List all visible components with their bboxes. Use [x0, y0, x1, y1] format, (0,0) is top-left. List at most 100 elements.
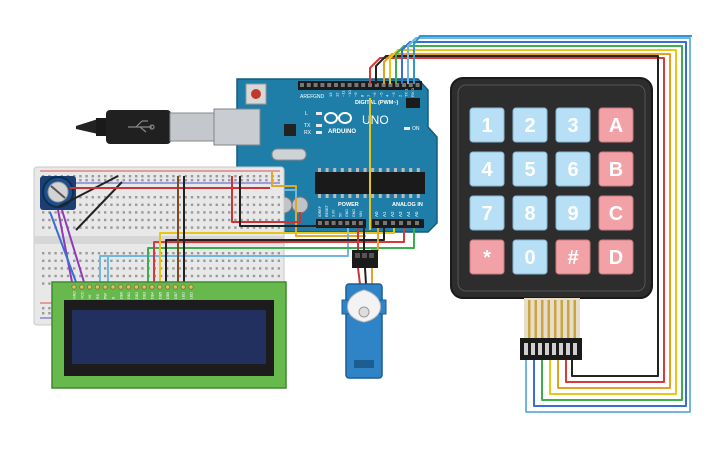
key-8[interactable]: 8	[512, 195, 548, 231]
digital-pin-label: ~9	[353, 92, 358, 97]
usb-chip	[284, 124, 296, 136]
key-4[interactable]: 4	[469, 151, 505, 187]
analog-header	[372, 219, 424, 228]
key-D[interactable]: D	[598, 239, 634, 275]
key-label: 4	[481, 159, 493, 181]
key-label: A	[609, 115, 623, 137]
aref-label: AREF	[300, 94, 313, 100]
on-led-label: ON	[412, 126, 420, 132]
digital-pin-label: 8	[360, 94, 365, 97]
digital-pin-label: 4	[385, 94, 390, 97]
key-3[interactable]: 3	[555, 107, 591, 143]
analog-pin-label: A4	[406, 211, 411, 217]
potentiometer	[40, 176, 76, 210]
keypad-wire-8	[413, 35, 692, 84]
digital-pin-label: ~11	[341, 90, 346, 97]
usb-symbol-icon	[128, 120, 155, 133]
lcd-pin-label: DB7	[174, 292, 178, 299]
key-label: 9	[567, 203, 578, 225]
lcd-pin-label: RW	[104, 292, 108, 299]
wire-ground-diagonal	[75, 181, 123, 231]
arduino-logo-icon	[324, 112, 352, 124]
wire-red-5v	[231, 176, 301, 223]
usb-cable-end	[76, 119, 98, 134]
key-label: *	[483, 247, 491, 269]
wire-purple-1	[57, 209, 73, 283]
digital-pin-label: 13	[328, 92, 333, 97]
servo-motor	[341, 250, 387, 379]
lcd-pin-label: RS	[96, 293, 100, 299]
key-7[interactable]: 7	[469, 195, 505, 231]
lcd-pin-label: VCC	[80, 291, 84, 299]
analog-pin-label: A0	[374, 211, 379, 217]
digital-pin-label: 12	[334, 92, 339, 97]
key-*[interactable]: *	[469, 239, 505, 275]
arduino-logo-text: ARDUINO	[328, 129, 356, 135]
lcd-pin-label: V0	[88, 295, 92, 299]
on-led	[404, 127, 410, 130]
keypad-inner-frame	[457, 84, 646, 292]
keypad-wire-1	[369, 57, 665, 383]
key-label: #	[567, 247, 578, 269]
key-label: 7	[481, 203, 492, 225]
l-led	[316, 112, 322, 115]
tx-led	[316, 124, 322, 127]
analog-header-label: ANALOG IN	[392, 202, 423, 208]
wire-red-db5	[153, 228, 405, 282]
analog-pin-label: A1	[382, 211, 387, 217]
key-A[interactable]: A	[598, 107, 634, 143]
lcd-pin-label: DB3	[143, 292, 147, 299]
wires-lcd	[49, 172, 415, 283]
wire-purple-2	[61, 209, 85, 283]
analog-pin-label: A3	[398, 211, 403, 217]
power-header-label: POWER	[338, 202, 359, 208]
l-led-label: L	[305, 111, 308, 117]
lcd-pin-label: DB5	[158, 292, 162, 299]
power-pin-label: GND	[352, 209, 356, 217]
wire-black-db7	[165, 228, 385, 282]
key-label: 0	[524, 247, 535, 269]
keypad-wire-3	[383, 53, 671, 389]
lcd-pin-label: GND	[73, 291, 77, 299]
key-9[interactable]: 9	[555, 195, 591, 231]
key-B[interactable]: B	[598, 151, 634, 187]
key-label: 8	[524, 203, 535, 225]
key-6[interactable]: 6	[555, 151, 591, 187]
key-5[interactable]: 5	[512, 151, 548, 187]
wire-black-gnd	[239, 176, 362, 227]
key-label: 1	[481, 115, 492, 137]
key-C[interactable]: C	[598, 195, 634, 231]
gnd-label: GND	[313, 94, 325, 100]
lcd-pin-label: DB2	[135, 292, 139, 299]
power-pin-label: RESET	[325, 204, 329, 217]
lcd-pin-label: LED	[190, 292, 194, 299]
lcd-pin-label: DB4	[151, 292, 155, 299]
power-pin-label: IOREF	[318, 205, 322, 217]
key-2[interactable]: 2	[512, 107, 548, 143]
rx-led	[316, 131, 322, 134]
lcd-pin-pads	[71, 284, 194, 290]
tx-led-label: TX	[304, 123, 311, 129]
digital-pin-label: ~6	[372, 92, 377, 97]
key-1[interactable]: 1	[469, 107, 505, 143]
digital-pin-label: ~5	[378, 92, 383, 97]
analog-pin-label: A5	[414, 211, 419, 217]
key-label: B	[609, 159, 623, 181]
usb-plug-metal	[169, 112, 215, 142]
key-#[interactable]: #	[555, 239, 591, 275]
usb-b-port	[213, 108, 261, 146]
power-pin-label: 3.3V	[332, 209, 336, 217]
analog-pin-label: A2	[390, 211, 395, 217]
crystal	[271, 148, 307, 161]
key-0[interactable]: 0	[512, 239, 548, 275]
servo-connector	[352, 250, 378, 268]
keypad-wire-6	[401, 41, 687, 407]
servo-shaft	[358, 306, 370, 318]
lcd-pin-label: DB0	[119, 292, 123, 299]
capacitor-2	[291, 196, 309, 214]
